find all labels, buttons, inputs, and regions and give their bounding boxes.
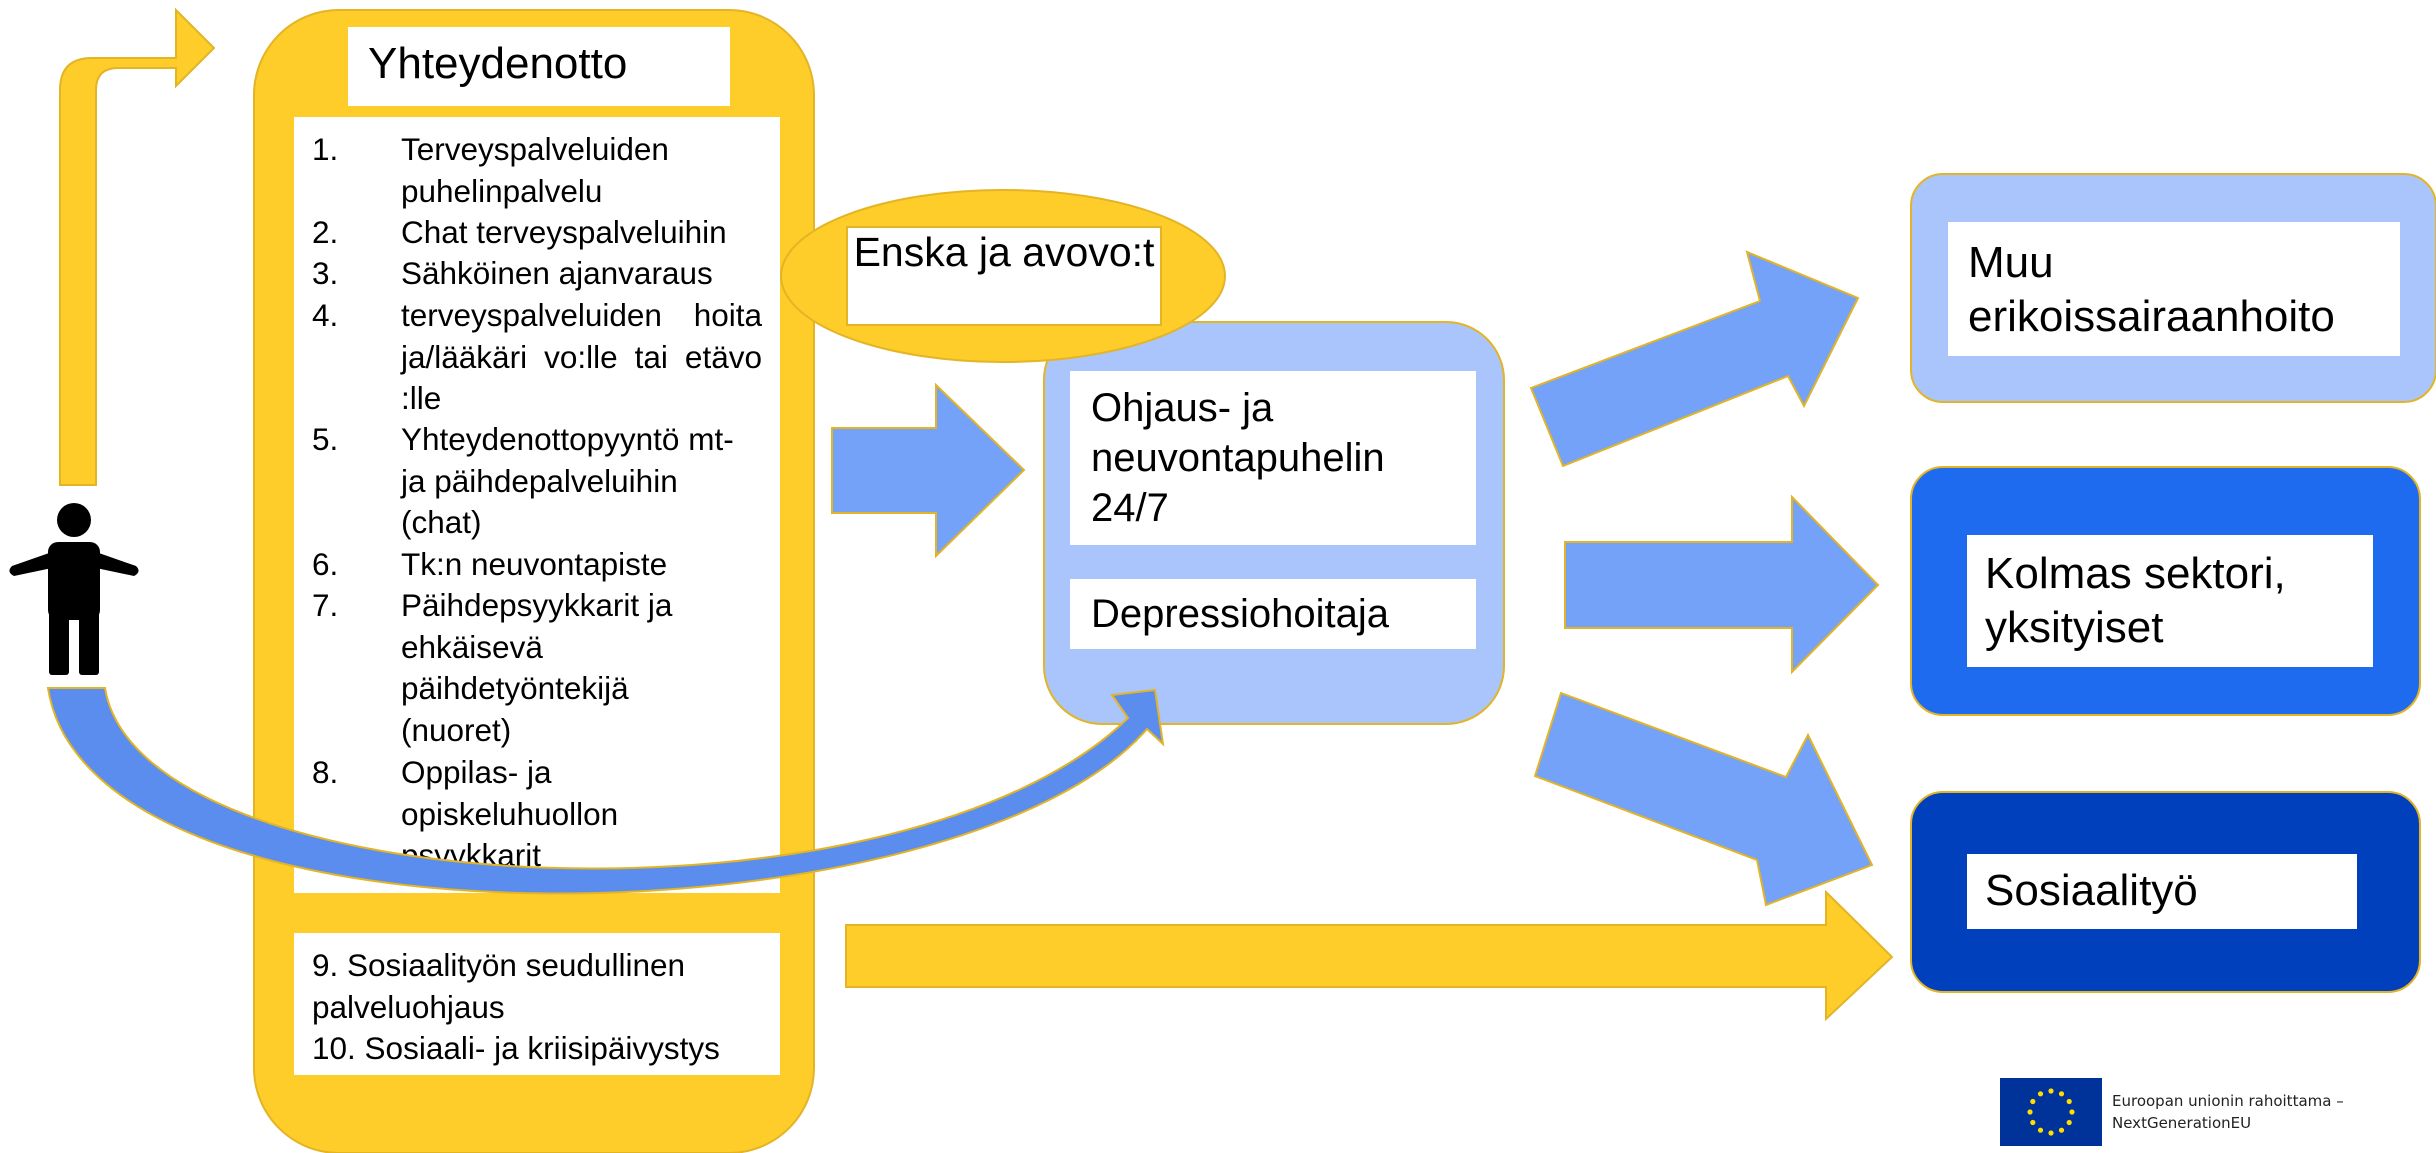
list-item: 8. Oppilas- ja opiskeluhuollon psyykkari… [312,754,619,873]
contact-title: Yhteydenotto [368,39,628,88]
specialist-label: Muu erikoissairaanhoito [1968,238,2335,341]
specialist-label-box: Muu erikoissairaanhoito [1948,222,2400,356]
eu-funding-text: Euroopan unionin rahoittama – NextGenera… [2112,1090,2344,1134]
eu-star [2048,1088,2054,1094]
contact-to-social-work-arrow [845,889,1894,1022]
eu-star [2048,1130,2054,1136]
to-social-work-arrow [1533,691,1874,907]
list-item: 6. Tk:n neuvontapiste [312,546,668,582]
ellipse-label: Enska ja avovo:t [853,229,1155,275]
eu-star [2058,1091,2065,1097]
person-to-contact-arrow [59,7,216,486]
list-item: 5. Yhteydenottopyyntö mt- ja päihdepalve… [312,421,734,540]
eu-star [2066,1098,2072,1105]
list-item: 4. terveyspalveluiden hoita ja/lääkäri v… [312,297,762,416]
depression-nurse-box: Depressiohoitaja [1070,579,1476,649]
third-sector-label-box: Kolmas sektori, yksityiset [1967,535,2373,667]
social-services-text: 9. Sosiaalityön seudullinen palveluohjau… [312,947,686,1025]
contact-title-box: Yhteydenotto [348,27,730,106]
social-services-box: 9. Sosiaalityön seudullinen palveluohjau… [294,933,780,1075]
list-item: 3. Sähköinen ajanvaraus [312,255,713,291]
guidance-phone-text: Ohjaus- ja neuvontapuhelin 24/7 [1091,386,1385,530]
eu-star [2037,1127,2044,1133]
person-icon [9,503,139,675]
social-work-label-box: Sosiaalityö [1967,854,2357,929]
eu-funding-line2: NextGenerationEU [2112,1114,2252,1132]
list-item: 2. Chat terveyspalveluihin [312,214,727,250]
to-third-sector-arrow [1564,494,1880,675]
to-specialist-arrow [1529,250,1860,468]
social-work-label: Sosiaalityö [1985,866,2198,915]
third-sector-label: Kolmas sektori, yksityiset [1985,549,2286,652]
eu-star [2027,1109,2033,1115]
ellipse-label-box: Enska ja avovo:t [846,226,1162,326]
eu-funding-line1: Euroopan unionin rahoittama – [2112,1092,2344,1110]
list-item: 7. Päihdepsyykkarit ja ehkäisevä päihdet… [312,587,673,748]
eu-flag-icon [2000,1078,2102,1146]
contact-to-center-arrow [831,382,1026,559]
eu-star [2030,1098,2036,1105]
eu-star [2066,1119,2072,1126]
list-item: 1. Terveyspalveluiden puhelinpalvelu [312,131,669,209]
eu-star [2069,1109,2075,1115]
contact-list-box: 1. Terveyspalveluiden puhelinpalvelu 2. … [294,117,780,893]
person-to-center-curved-arrow [46,687,1165,895]
guidance-phone-box: Ohjaus- ja neuvontapuhelin 24/7 [1070,371,1476,545]
eu-star [2037,1091,2044,1097]
crisis-service-text: 10. Sosiaali- ja kriisipäivystys [312,1030,720,1066]
eu-star [2058,1127,2065,1133]
eu-star [2030,1119,2036,1126]
depression-nurse-text: Depressiohoitaja [1091,592,1389,636]
